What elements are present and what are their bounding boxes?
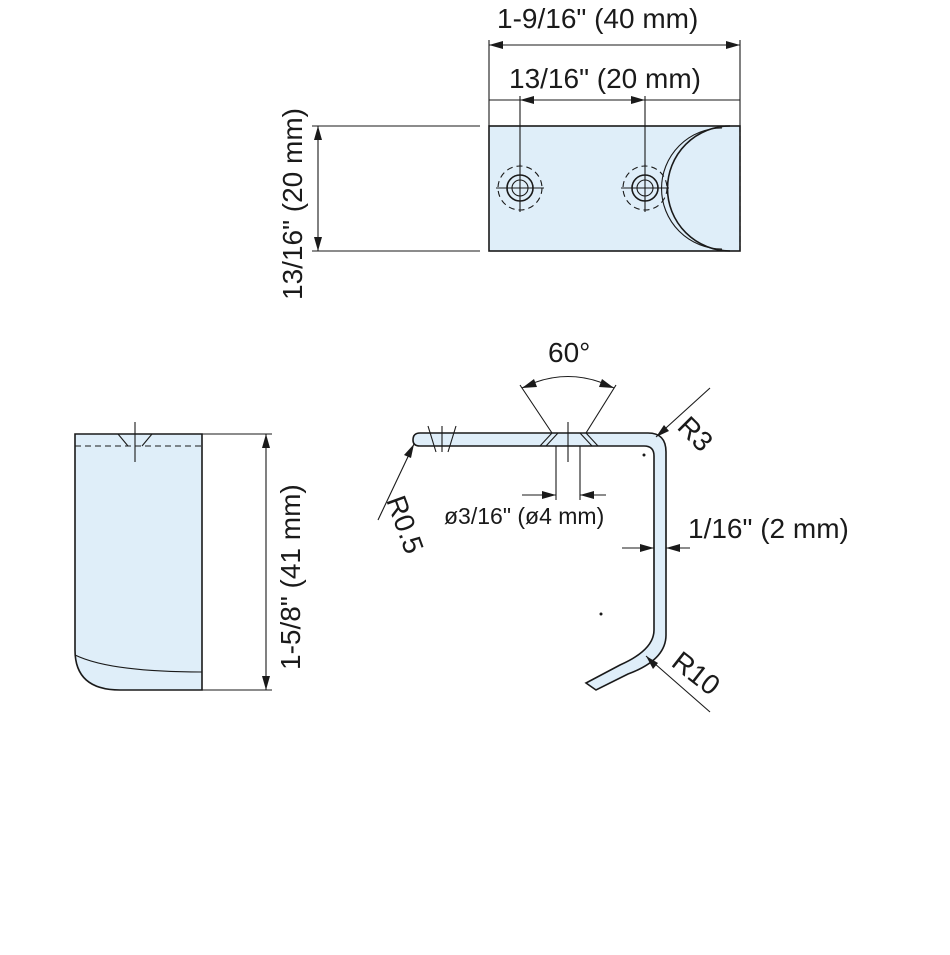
dim-angle [519, 375, 617, 434]
top-view-hole-left [496, 164, 544, 212]
dim-radius-top-label: R3 [672, 410, 719, 457]
dim-length-label: 1-5/8" (41 mm) [275, 484, 306, 670]
dim-hole-spacing [489, 96, 740, 166]
side-view: 1-5/8" (41 mm) [74, 422, 306, 691]
top-view: 1-9/16" (40 mm) 13/16" (20 mm) 13/16" (2… [277, 3, 741, 300]
side-view-body [74, 433, 203, 691]
dim-radius-bend [645, 655, 711, 713]
side-view-bend-line [74, 654, 203, 673]
dim-radius-small [377, 443, 415, 521]
section-hole [522, 422, 606, 500]
dim-thickness-label: 1/16" (2 mm) [688, 513, 849, 544]
dim-angle-label: 60° [548, 337, 590, 368]
dim-overall-width [488, 40, 741, 126]
dim-height-label: 13/16" (20 mm) [277, 108, 308, 300]
section-view: ø3/16" (ø4 mm) 60° R3 R0.5 [377, 337, 849, 713]
dim-height [312, 125, 480, 252]
section-profile [412, 432, 667, 691]
dim-radius-small-label: R0.5 [380, 491, 429, 557]
dim-overall-width-label: 1-9/16" (40 mm) [497, 3, 698, 34]
dim-hole-diameter-label: ø3/16" (ø4 mm) [444, 503, 604, 529]
dim-length [202, 433, 272, 691]
dim-thickness [622, 520, 690, 570]
dim-radius-top [655, 387, 711, 438]
dim-hole-spacing-label: 13/16" (20 mm) [509, 63, 701, 94]
dim-radius-bend-label: R10 [666, 645, 726, 701]
